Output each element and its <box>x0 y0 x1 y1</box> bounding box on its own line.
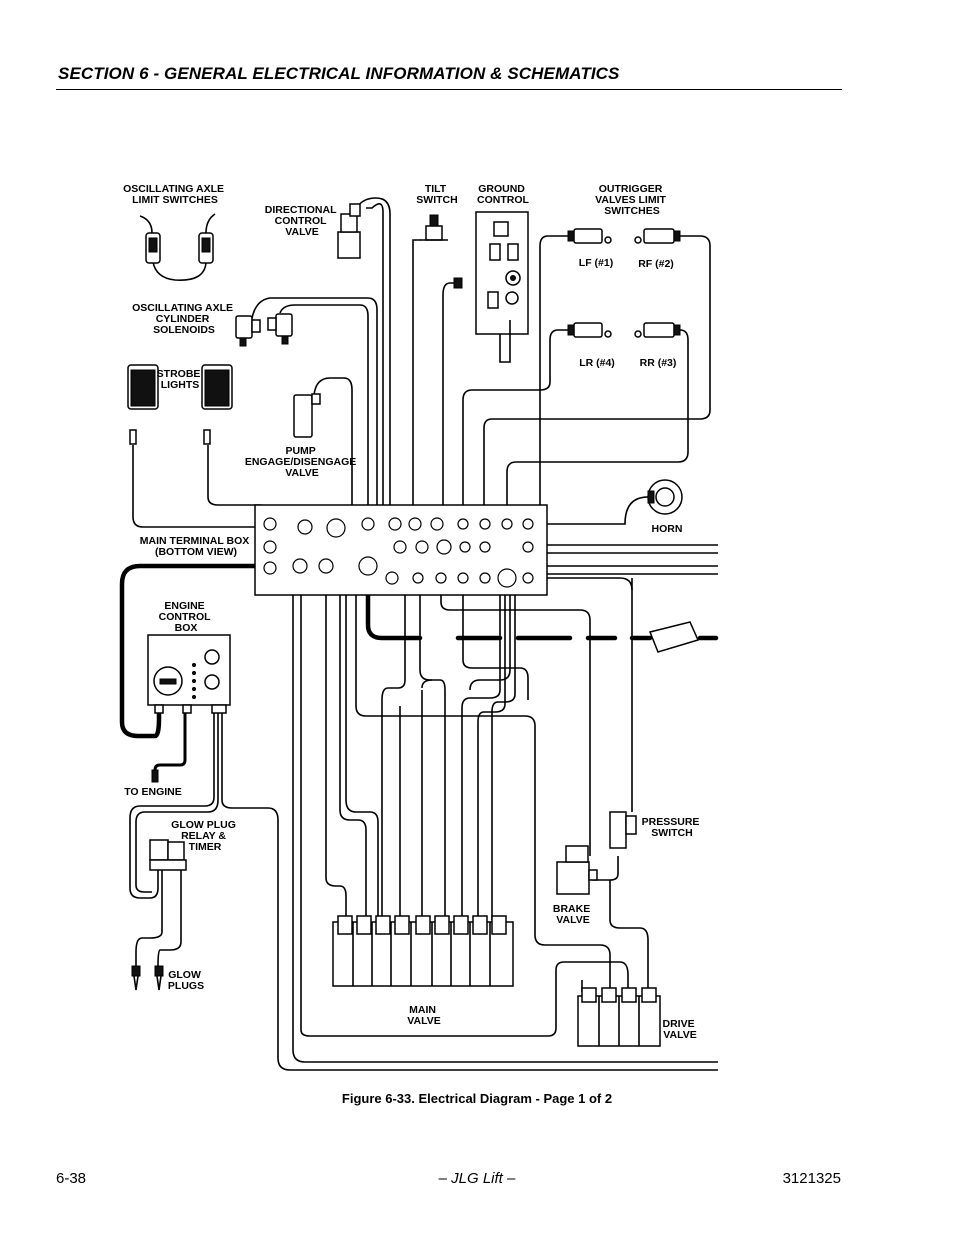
tilt-switch <box>420 214 448 241</box>
document-number: 3121325 <box>782 1170 841 1187</box>
glow-plug-relay <box>149 839 187 871</box>
strobe-light-left <box>127 364 159 445</box>
main-terminal-box <box>254 504 548 596</box>
label-osc-axle-switches: OSCILLATING AXLE LIMIT SWITCHES <box>123 183 227 206</box>
outrigger-switch-lr <box>567 322 612 338</box>
label-pressure-switch: PRESSURE SWITCH <box>642 816 703 839</box>
outrigger-switch-rr <box>634 322 681 338</box>
label-brake-valve: BRAKE VALVE <box>553 903 593 926</box>
drive-valve <box>577 987 661 1047</box>
pressure-switch <box>609 811 637 849</box>
osc-axle-solenoids <box>235 313 293 347</box>
engine-control-box <box>147 634 231 714</box>
inline-filter <box>648 621 700 653</box>
label-pump: PUMP ENGAGE/DISENGAGE VALVE <box>245 445 359 479</box>
label-ground-control: GROUND CONTROL <box>477 183 529 206</box>
brake-valve <box>556 845 598 895</box>
label-directional-valve: DIRECTIONAL CONTROL VALVE <box>265 204 339 238</box>
label-rr: RR (#3) <box>640 357 677 369</box>
label-main-valve: MAIN VALVE <box>407 1004 440 1027</box>
outrigger-switch-lf <box>567 228 612 244</box>
page-number: 6-38 <box>56 1170 87 1187</box>
section-title: SECTION 6 - GENERAL ELECTRICAL INFORMATI… <box>58 64 620 83</box>
pump-engage-valve <box>293 393 321 438</box>
horn <box>647 479 683 515</box>
label-outrigger: OUTRIGGER VALVES LIMIT SWITCHES <box>595 183 669 217</box>
header-rule <box>56 89 842 90</box>
label-glow-relay: GLOW PLUG RELAY & TIMER <box>171 819 239 853</box>
osc-axle-switch-left <box>139 215 161 264</box>
label-strobe: STROBE LIGHTS <box>157 368 204 391</box>
figure-caption: Figure 6-33. Electrical Diagram - Page 1… <box>341 1091 613 1106</box>
label-main-terminal: MAIN TERMINAL BOX (BOTTOM VIEW) <box>140 535 252 558</box>
label-rf: RF (#2) <box>638 258 674 270</box>
label-drive-valve: DRIVE VALVE <box>662 1018 697 1041</box>
glow-plugs <box>131 965 164 991</box>
label-to-engine: TO ENGINE <box>124 786 182 798</box>
footer-brand: – JLG Lift – <box>438 1170 516 1187</box>
label-lf: LF (#1) <box>579 257 613 269</box>
directional-control-valve <box>337 203 361 259</box>
label-glow-plugs: GLOW PLUGS <box>168 969 204 992</box>
strobe-light-right <box>201 364 233 445</box>
to-engine-connector <box>151 769 159 783</box>
label-engine-box: ENGINE CONTROL BOX <box>159 600 214 634</box>
label-osc-axle-solenoids: OSCILLATING AXLE CYLINDER SOLENOIDS <box>132 302 236 336</box>
outrigger-switch-rf <box>634 228 681 244</box>
label-horn: HORN <box>652 523 683 535</box>
osc-axle-switch-right <box>198 213 216 264</box>
label-tilt-switch: TILT SWITCH <box>416 183 457 206</box>
label-lr: LR (#4) <box>579 357 615 369</box>
main-valve <box>332 915 514 987</box>
ground-control-panel <box>453 211 529 363</box>
